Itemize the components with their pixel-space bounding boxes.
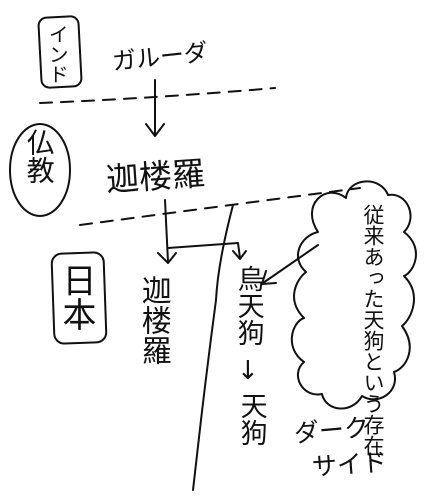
arrow-cloud-to-karasu: [262, 244, 319, 284]
separator-india-buddhism: [39, 87, 276, 104]
label-tengu: 天狗: [235, 392, 267, 446]
cloud-outline: [290, 180, 417, 410]
label-india: インド: [45, 24, 70, 84]
arrow-down: ↓: [237, 356, 259, 386]
label-japan: 日本: [56, 263, 97, 331]
arrow-branch-right: [167, 242, 241, 259]
cloud-note: 従来あった天狗という存在: [361, 204, 385, 456]
buddhism-circle: [9, 123, 71, 217]
label-karura-buddhism: 迦楼羅: [104, 153, 207, 200]
separator-buddhism-japan: [79, 187, 361, 226]
dark-side-divider: [192, 204, 234, 491]
japan-box: [50, 251, 108, 345]
label-dark-side-1: ダーク: [292, 412, 371, 449]
india-box: [37, 15, 83, 89]
label-karasu-tengu: 烏天狗: [232, 265, 264, 346]
label-buddhism: 仏教: [22, 128, 56, 184]
arrow-karura-down: [164, 199, 169, 263]
label-karura-japan: 迦楼羅: [135, 275, 171, 365]
